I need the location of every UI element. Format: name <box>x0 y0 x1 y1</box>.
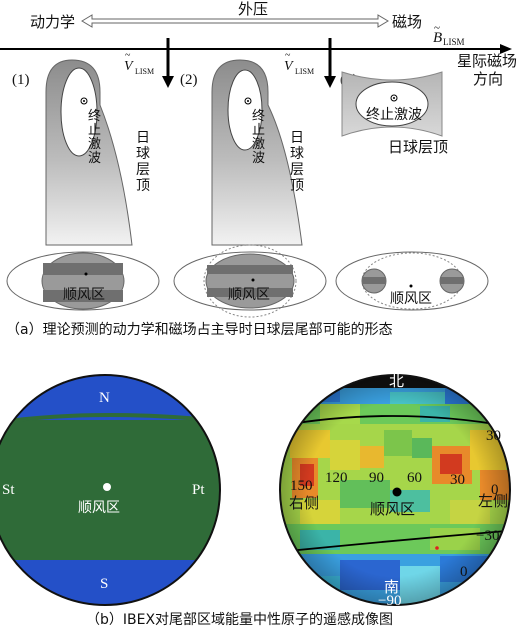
flow-subscript-2: LISM <box>295 67 314 76</box>
flow-subscript-1: LISM <box>135 67 154 76</box>
field-symbol: B <box>433 30 442 46</box>
field-direction-label: 星际磁场 方向 <box>457 52 522 88</box>
north-label: N <box>99 390 110 406</box>
longitude-60: 60 <box>407 470 422 486</box>
dynamics-label: 动力学 <box>30 13 75 31</box>
svg-text:V: V <box>124 59 134 74</box>
magnetic-field-label: 磁场 <box>392 13 422 31</box>
downwind-point <box>103 483 111 491</box>
panel-number: (2) <box>180 72 198 88</box>
latitude-0: 0 <box>460 564 468 580</box>
downwind-ellipse <box>335 251 489 311</box>
panel-3: (3) 终止激波 日球层顶 顺风区 <box>335 71 489 311</box>
caption-a: （a）理论预测的动力学和磁场占主导时日球层尾部可能的形态 <box>6 322 393 338</box>
top-axis: 动力学 外压 磁场 B ~ LISM 星际磁场 方向 <box>0 0 522 88</box>
starboard-label: St <box>2 482 15 498</box>
left-map: N S St Pt 顺风区 <box>0 374 221 606</box>
down-arrow-icon <box>324 76 336 88</box>
lobe-left <box>361 268 387 294</box>
external-pressure-label: 外压 <box>238 0 268 18</box>
downwind-label: 顺风区 <box>228 287 270 303</box>
panel-1: (1) 终止激波 日球层顶 顺风区 <box>6 59 160 311</box>
south-label: S <box>100 576 108 592</box>
right-map: 北 南 150 120 90 60 30 0 30 0 −30 −90 右侧 左… <box>279 372 511 609</box>
downwind-label: 顺风区 <box>78 500 120 516</box>
panel-2: (2) 终止激波 日球层顶 顺风区 <box>173 59 327 318</box>
right-side-label: 右侧 <box>289 494 319 512</box>
panel-number: (1) <box>12 72 30 88</box>
lobe-right <box>439 268 465 294</box>
north-label: 北 <box>389 372 404 390</box>
field-subscript: LISM <box>443 37 465 47</box>
heliopause-label: 日球层顶 <box>136 130 150 194</box>
svg-text:V: V <box>284 59 294 74</box>
south-label: 南 <box>384 578 399 596</box>
tail-cross-section <box>41 252 125 310</box>
downwind-label: 顺风区 <box>390 291 432 307</box>
red-marker <box>435 546 439 550</box>
field-symbol-tilde: ~ <box>434 22 440 34</box>
caption-b: （b）IBEX对尾部区域能量中性原子的遥感成像图 <box>86 611 393 628</box>
downwind-label: 顺风区 <box>63 287 105 303</box>
heliopause-label: 日球层顶 <box>388 138 448 156</box>
svg-text:~: ~ <box>125 50 131 61</box>
termination-shock-label: 终止激波 <box>252 108 265 166</box>
tail-cross-section <box>205 253 295 309</box>
termination-shock <box>227 69 263 151</box>
double-arrow-icon <box>81 14 389 28</box>
svg-text:~: ~ <box>285 50 291 61</box>
termination-shock <box>60 67 98 157</box>
downwind-point <box>392 487 402 497</box>
latitude-minus-30: −30 <box>476 528 499 544</box>
port-label: Pt <box>192 482 205 498</box>
latitude-30: 30 <box>486 428 501 444</box>
heliopause-label: 日球层顶 <box>290 130 304 194</box>
longitude-30: 30 <box>450 472 465 488</box>
down-arrow-icon <box>162 76 174 88</box>
left-side-label: 左侧 <box>478 492 508 510</box>
longitude-150: 150 <box>290 478 313 494</box>
field-arrow-icon <box>500 44 512 54</box>
termination-shock-label: 终止激波 <box>88 108 101 166</box>
termination-shock <box>355 81 429 127</box>
flow-arrow-1: V ~ LISM <box>124 38 174 88</box>
downwind-label: 顺风区 <box>370 500 415 518</box>
longitude-0: 0 <box>491 482 499 498</box>
latitude-minus-90: −90 <box>378 593 401 609</box>
termination-shock-label: 终止激波 <box>366 106 422 123</box>
longitude-90: 90 <box>369 470 384 486</box>
flow-arrow-2: V ~ LISM <box>284 38 336 88</box>
longitude-120: 120 <box>325 470 348 486</box>
